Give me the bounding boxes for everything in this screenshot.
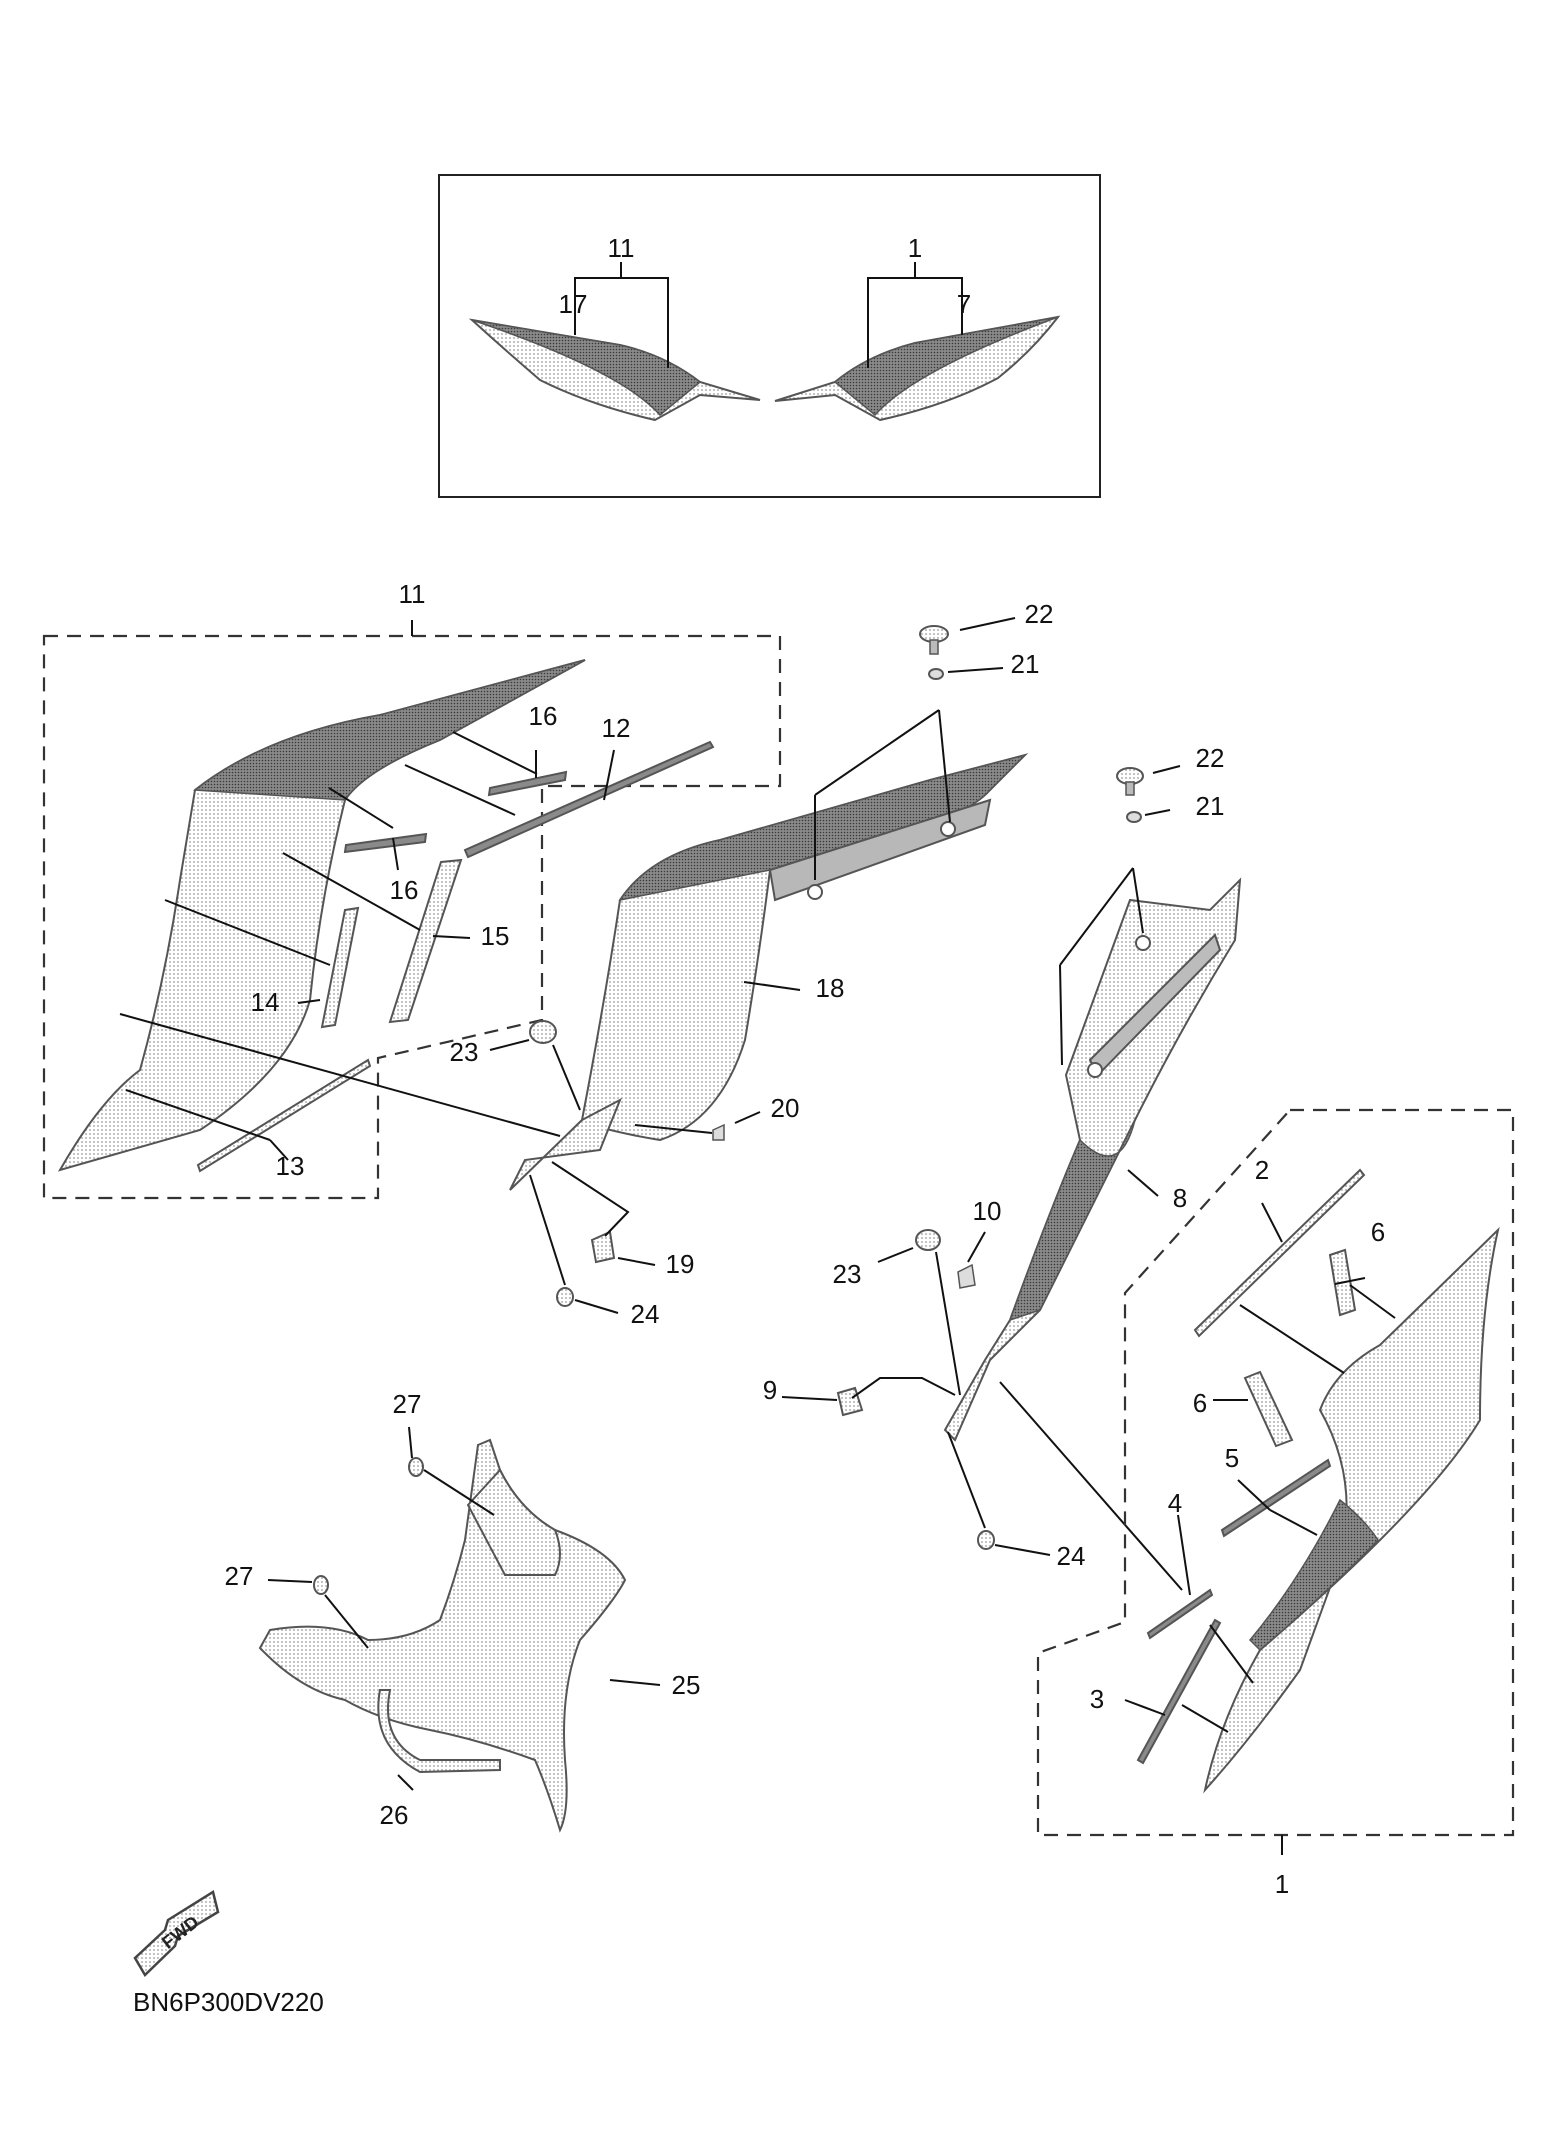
bolt-24a — [556, 1287, 574, 1307]
inner-panel-18 — [509, 753, 1029, 1191]
side-cowling-left — [57, 659, 586, 1172]
callout-23b: 23 — [833, 1259, 862, 1289]
bolt-24b — [977, 1530, 995, 1550]
inset-right-cowl — [774, 315, 1061, 422]
fwd-arrow-icon: FWD — [133, 1890, 220, 1978]
clip-10 — [957, 1263, 976, 1289]
callout-16a: 16 — [529, 701, 558, 731]
bracket-8 — [943, 877, 1242, 1442]
callout-21a: 21 — [1011, 649, 1040, 679]
callout-17: 17 — [559, 289, 588, 319]
callout-14: 14 — [251, 987, 280, 1017]
callout-3: 3 — [1090, 1684, 1104, 1714]
callout-24b: 24 — [1057, 1541, 1086, 1571]
callout-10: 10 — [973, 1196, 1002, 1226]
stripe-13 — [196, 1058, 372, 1173]
callout-20: 20 — [771, 1093, 800, 1123]
screw-23a — [529, 1020, 557, 1044]
callout-1: 1 — [1275, 1869, 1289, 1899]
grommet-8a — [1087, 1062, 1103, 1078]
callout-6a: 6 — [1371, 1217, 1385, 1247]
callout-21b: 21 — [1196, 791, 1225, 821]
callout-22a: 22 — [1025, 599, 1054, 629]
callout-27b: 27 — [225, 1561, 254, 1591]
screw-23b — [915, 1229, 941, 1251]
grommet-18a — [807, 884, 823, 900]
bolt-22a — [919, 625, 949, 655]
callout-23a: 23 — [450, 1037, 479, 1067]
washer-21b — [1126, 811, 1142, 823]
diagram-code: BN6P300DV220 — [133, 1987, 324, 2017]
callout-11: 11 — [399, 579, 426, 609]
grommet-8b — [1135, 935, 1151, 951]
stripe-12 — [463, 740, 715, 859]
stripe-5 — [1220, 1458, 1332, 1538]
callout-7: 7 — [957, 289, 971, 319]
panel-15 — [388, 858, 463, 1024]
callout-26: 26 — [380, 1800, 409, 1830]
callout-9: 9 — [763, 1375, 777, 1405]
callout-15: 15 — [481, 921, 510, 951]
stripe-3 — [1136, 1618, 1222, 1765]
callout-13: 13 — [276, 1151, 305, 1181]
nut-19 — [590, 1230, 616, 1264]
callout-24a: 24 — [631, 1299, 660, 1329]
callout-22b: 22 — [1196, 743, 1225, 773]
callout-1-inset: 1 — [908, 233, 922, 263]
rivet-27a — [408, 1457, 424, 1477]
inset-left-cowl — [468, 318, 761, 422]
grommet-18b — [940, 821, 956, 837]
callout-11-inset: 11 — [608, 233, 635, 263]
callout-4: 4 — [1168, 1488, 1182, 1518]
callout-19: 19 — [666, 1249, 695, 1279]
callout-16b: 16 — [390, 875, 419, 905]
assembly-11-boundary — [42, 634, 782, 1200]
stripe-16a — [487, 770, 568, 797]
bolt-22b — [1116, 767, 1144, 796]
callout-12: 12 — [602, 713, 631, 743]
stripe-2 — [1193, 1168, 1366, 1338]
stripe-4 — [1146, 1588, 1214, 1640]
callout-2: 2 — [1255, 1155, 1269, 1185]
callout-8: 8 — [1173, 1183, 1187, 1213]
panel-14 — [320, 906, 360, 1029]
callout-18: 18 — [816, 973, 845, 1003]
nut-9 — [836, 1386, 864, 1417]
lower-cowl-25 — [258, 1438, 627, 1833]
stripe-16b — [343, 832, 428, 854]
callout-5: 5 — [1225, 1443, 1239, 1473]
rivet-27b — [313, 1575, 329, 1595]
inset-frame — [438, 174, 1101, 498]
callout-27a: 27 — [393, 1389, 422, 1419]
side-cowling-right — [1203, 1226, 1500, 1794]
washer-21a — [928, 668, 944, 680]
panel-6b — [1243, 1370, 1294, 1448]
clip-20 — [712, 1123, 725, 1141]
trim-26 — [377, 1689, 501, 1774]
callout-6b: 6 — [1193, 1388, 1207, 1418]
callout-25: 25 — [672, 1670, 701, 1700]
